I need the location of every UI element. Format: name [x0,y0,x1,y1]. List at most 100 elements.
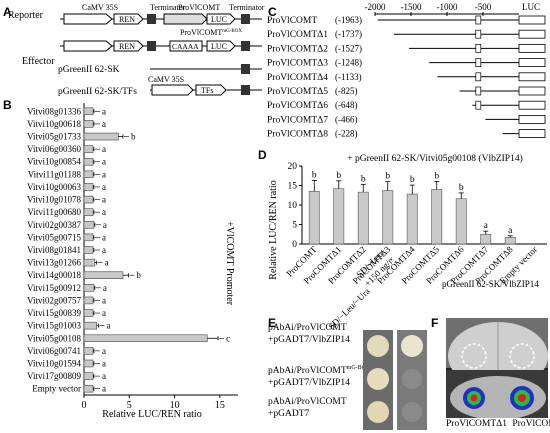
panel-e-yeast-plates [363,330,427,430]
f-right-label: ProVlCOMT [512,419,550,429]
panel-c-construct-name: ProVlCOMT [267,16,317,26]
panel-d-bar [382,190,394,245]
panel-d-sig-letter: a [508,226,513,236]
panel-d-bar [504,237,516,245]
panel-letter-a: A [3,5,12,19]
panel-c-construct-position: (-1133) [335,72,362,82]
panel-d-ylabel: Relative LUC/REN ratio [268,180,279,279]
e-row-2-line2: +pGADT7/VlbZIP14 [268,378,350,389]
ren-text-2: REN [119,42,135,51]
e-row-2: pAbAi/ProVlCOMTmG-BOX+pGADT7/VlbZIP14 [268,362,372,396]
panel-c-gbox [475,29,482,39]
panel-c-construct-name: ProVlCOMTΔ3 [267,59,328,69]
panel-c-gbox [475,86,482,96]
panel-c-construct-position: (-1737) [335,29,362,39]
panel-d-bar [357,191,369,245]
panel-b-category-label: Vitvi17g00809 [27,371,81,381]
panel-b-bar [83,372,94,380]
panel-c-construct-position: (-1527) [335,43,362,53]
panel-b-category-label: Vitvi05g01733 [27,132,81,142]
panel-b-bar [83,384,94,393]
panel-c-luc-box [518,115,546,124]
panel-b-bar [83,233,94,242]
panel-b-category-label: Vitvi05g00715 [27,232,81,242]
panel-b-bar [83,120,94,128]
panel-b-bar [83,321,97,330]
panel-b-category-label: Vitvi06g00741 [27,346,81,356]
panel-b-sig-letter: a [106,321,110,331]
panel-f-labels: ProVlCOMTΔ1 ProVlCOMT [446,419,550,429]
vector-label-1: pGreenII 62-SK [58,65,120,75]
panel-b-category-label: Vitvi11g00680 [27,207,81,217]
panel-c-construct-name: ProVlCOMTΔ1 [267,30,328,40]
e-row-2-sup: mG-BOX [346,365,371,371]
panel-c-gbox [475,44,482,53]
panel-b-sig-letter: a [102,119,106,129]
yeast-spot-3-1 [367,401,389,423]
panel-b-bar [83,208,94,216]
panel-b-sig-letter: a [102,106,106,116]
panel-b-sig-letter: a [102,308,106,318]
panel-b-bar [83,296,94,305]
panel-c-construct-name: ProVlCOMTΔ8 [267,130,328,140]
panel-d-sig-letter: b [385,172,390,182]
provlcomt-label-2: ProVlCOMTmG-BOX [180,28,242,37]
panel-letter-d: D [258,148,267,162]
ren-gene-1 [113,13,144,25]
panel-b-bar [83,271,124,279]
panel-d-bar [480,233,492,245]
panel-d-bar [308,191,320,245]
panel-b-bar [83,195,94,204]
panel-c-construct-name: ProVlCOMTΔ7 [267,115,328,125]
panel-d-title: + pGreenII 62-SK/Vitvi05g00108 (VlbZIP14… [347,153,523,164]
panel-b-category-label: Vitvi10g00854 [27,157,81,167]
panel-e-column-labels: SD/−Leu/−Ura +150 ng/mL AbA SD/−Leu/−Ura [326,250,392,331]
panel-b-sig-letter: a [105,258,109,268]
panel-c-construct-position: (-1963) [335,15,362,25]
panel-c-luc-box [518,29,546,39]
panel-c-construct-position: (-466) [335,114,358,124]
panel-c-construct-position: (-228) [335,129,358,139]
panel-e-labels: pAbAi/ProVlCOMT +pGADT7/VlbZIP14 pAbAi/Pr… [268,322,372,420]
ren-text-1: REN [119,15,135,24]
panel-d-ytick-label: 15 [288,182,298,192]
luc-gene-1 [206,13,236,25]
panel-d-bar [455,198,467,245]
panel-b-xtick-label: 10 [170,400,180,411]
panel-b-xtick-label: 0 [82,400,87,411]
panel-c-gbox [475,100,482,110]
panel-b-category-label: Vitvi02g00387 [27,220,81,230]
panel-b-category-label: Vitvi13g01266 [27,258,81,268]
panel-b-category-label: Vitvi08g01336 [27,106,81,116]
e-row-1-line1: pAbAi/ProVlCOMT [268,323,347,333]
panel-d-sig-letter: b [336,171,341,181]
panel-b-sig-letter: a [102,182,106,192]
panel-b-category-label: Vitvi15g00912 [27,283,81,293]
panel-b-sig-letter: a [103,220,107,230]
panel-d-bar [333,188,345,245]
e-row-3: pAbAi/ProVlCOMT+pGADT7 [268,396,372,420]
panel-b-sig-letter: c [226,333,230,343]
panel-d-sig-letter: b [410,175,415,185]
panel-b-category-label: Vitvi15g00839 [27,308,81,318]
yeast-spot-2-1 [367,368,389,390]
panel-letter-c: C [268,5,277,19]
panel-c-tick-label: -1000 [437,2,458,12]
panel-b-category-label: Vitvi11g01188 [28,169,82,179]
panel-c-ticks: -2000-1500-1000-500 [365,2,519,16]
panel-b-category-label: Vitvi06g00360 [27,144,81,154]
panel-b-xlabel: Relative LUC/REN ratio [102,409,201,420]
f-left-label: ProVlCOMTΔ1 [446,419,508,429]
panel-b-bar [83,309,94,317]
panel-b-bar [83,359,94,368]
panel-b-sig-letter: a [103,283,107,293]
panel-d-sig-letter: b [459,183,464,193]
panel-c-luc-label: LUC [522,2,540,12]
luc-text-1: LUC [211,15,227,24]
panel-b-sig-letter: a [102,144,106,154]
panel-d-ytick-label: 5 [292,221,297,231]
panel-d-ytick-label: 10 [288,201,298,211]
